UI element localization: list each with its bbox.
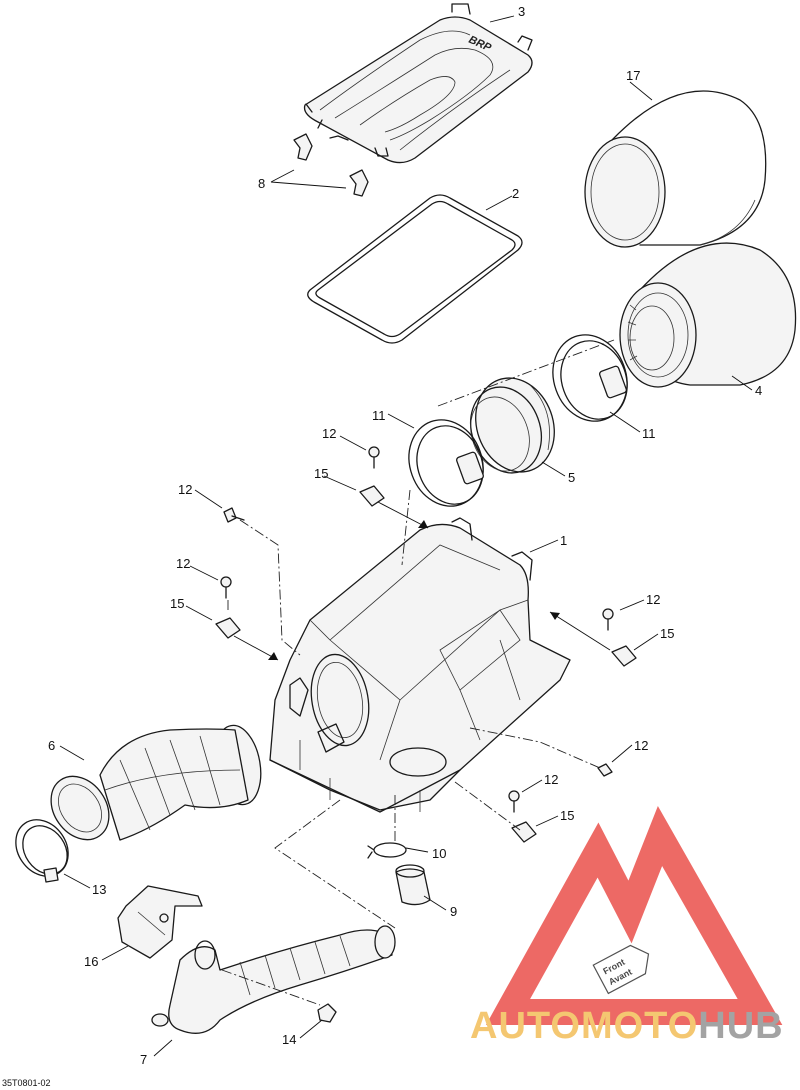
callout-13: 13 <box>92 882 106 897</box>
callout-5: 5 <box>568 470 575 485</box>
duct-bracket <box>117 885 203 959</box>
cover-clips <box>293 133 369 197</box>
boot-clamp <box>15 819 69 883</box>
callout-12-top: 12 <box>322 426 336 441</box>
callout-1: 1 <box>560 533 567 548</box>
callout-8: 8 <box>258 176 265 191</box>
callout-15-right: 15 <box>660 626 674 641</box>
filter-adaptor <box>470 377 555 474</box>
callout-17: 17 <box>626 68 640 83</box>
callout-16: 16 <box>84 954 98 969</box>
duct-screw <box>317 1003 337 1023</box>
callout-15-left: 15 <box>170 596 184 611</box>
watermark-triangle <box>485 805 783 1025</box>
air-box <box>269 517 571 813</box>
callout-7: 7 <box>140 1052 147 1067</box>
callout-12-bottom: 12 <box>544 772 558 787</box>
callout-2: 2 <box>512 186 519 201</box>
cover-gasket <box>307 194 523 344</box>
callout-10: 10 <box>432 846 446 861</box>
callout-12-left: 12 <box>178 482 192 497</box>
callout-15-top: 15 <box>314 466 328 481</box>
diagram-reference-code: 35T0801-02 <box>2 1078 51 1088</box>
watermark-text-part2: HUB <box>698 1005 783 1047</box>
callout-3: 3 <box>518 4 525 19</box>
callout-4: 4 <box>755 383 762 398</box>
watermark-text: AUTOMOTOHUB <box>470 1005 784 1047</box>
drain-clip-and-valve <box>367 842 431 906</box>
callout-9: 9 <box>450 904 457 919</box>
alignment-lines <box>221 339 615 1006</box>
intake-boot <box>50 724 262 841</box>
front-direction-tag: Front Avant <box>592 944 650 995</box>
callout-labels: 1 2 3 4 5 6 7 8 9 10 11 11 12 12 12 12 1… <box>48 4 762 1067</box>
leader-lines <box>59 15 753 1057</box>
pre-filter <box>584 90 767 248</box>
callout-6: 6 <box>48 738 55 753</box>
watermark-logo: Front Avant AUTOMOTOHUB <box>470 805 784 1047</box>
callout-11-right: 11 <box>642 426 656 441</box>
screws-and-nuts <box>215 446 637 843</box>
air-filter <box>619 242 797 388</box>
callout-12-right-lower: 12 <box>634 738 648 753</box>
callout-12-left-lower: 12 <box>176 556 190 571</box>
callout-12-right: 12 <box>646 592 660 607</box>
air-box-cover: BRP <box>303 3 533 164</box>
hose-clamp-upper <box>552 334 628 422</box>
assembly-arrows <box>233 501 611 661</box>
watermark-text-part1: AUTOMOTO <box>470 1005 698 1047</box>
intake-duct <box>151 925 396 1034</box>
callout-14: 14 <box>282 1032 296 1047</box>
callout-11-top: 11 <box>372 408 386 423</box>
callout-15-bottom: 15 <box>560 808 574 823</box>
hose-clamp-center <box>408 419 484 507</box>
